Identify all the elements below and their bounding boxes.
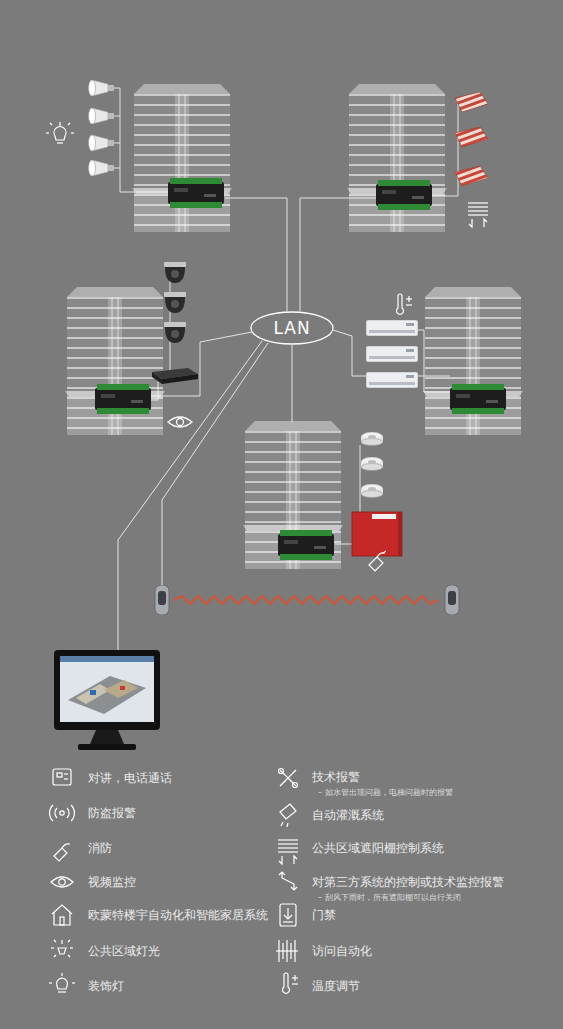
legend-icons xyxy=(49,769,75,992)
network-wires xyxy=(118,198,450,652)
legend-label: 防盗报警 xyxy=(88,805,136,821)
controller-module xyxy=(278,530,334,560)
legend-label: 对第三方系统的控制或技术监控报警 xyxy=(312,874,504,890)
video-icon xyxy=(168,417,192,427)
controller-module xyxy=(95,384,151,414)
legend-label: 访问自动化 xyxy=(312,943,372,959)
fire-icon xyxy=(369,551,386,571)
thermometer-icon xyxy=(397,294,412,314)
awnings xyxy=(455,92,488,186)
building xyxy=(65,287,165,435)
legend-label: 温度调节 xyxy=(312,978,360,994)
legend-icons xyxy=(276,769,298,994)
legend-label: 消防 xyxy=(88,840,112,856)
buildings xyxy=(65,84,523,569)
dome-cameras xyxy=(164,262,186,343)
controller-module xyxy=(450,384,506,414)
legend-note: – 如水管出现问题，电梯问题时的报警 xyxy=(318,788,453,798)
fire-panel xyxy=(352,512,402,556)
controller-module xyxy=(376,180,432,210)
building xyxy=(243,421,343,569)
building xyxy=(132,84,232,232)
legend-label: 自动灌溉系统 xyxy=(312,807,384,823)
climate-units xyxy=(366,320,418,388)
legend-label: 门禁 xyxy=(312,907,336,923)
legend-label: 欧蒙特楼宇自动化和智能家居系统 xyxy=(88,907,268,923)
node-label: LAN xyxy=(273,318,310,338)
shading-icon xyxy=(468,203,488,227)
legend-label: 视频监控 xyxy=(88,874,136,890)
network-ellipse: LAN xyxy=(250,311,334,345)
ellipse-outline xyxy=(251,312,333,344)
infrared-barrier xyxy=(155,585,459,615)
legend-label: 技术报警 xyxy=(312,769,360,785)
controller-module xyxy=(168,178,224,208)
building xyxy=(347,84,447,232)
decor-light-icon xyxy=(46,122,74,143)
monitor xyxy=(54,650,160,750)
legend-label: 公共区域灯光 xyxy=(88,943,160,959)
video-recorder xyxy=(152,368,198,384)
legend-label: 对讲，电话通话 xyxy=(88,770,172,786)
legend-label: 公共区域遮阳棚控制系统 xyxy=(312,840,444,856)
controllers xyxy=(95,178,506,560)
legend-label: 装饰灯 xyxy=(88,978,124,994)
smoke-detectors xyxy=(361,432,383,498)
legend-note: – 刮风下雨时，所有遮阳棚可以自行关闭 xyxy=(318,893,461,903)
spotlights xyxy=(89,80,115,176)
building xyxy=(423,287,523,435)
